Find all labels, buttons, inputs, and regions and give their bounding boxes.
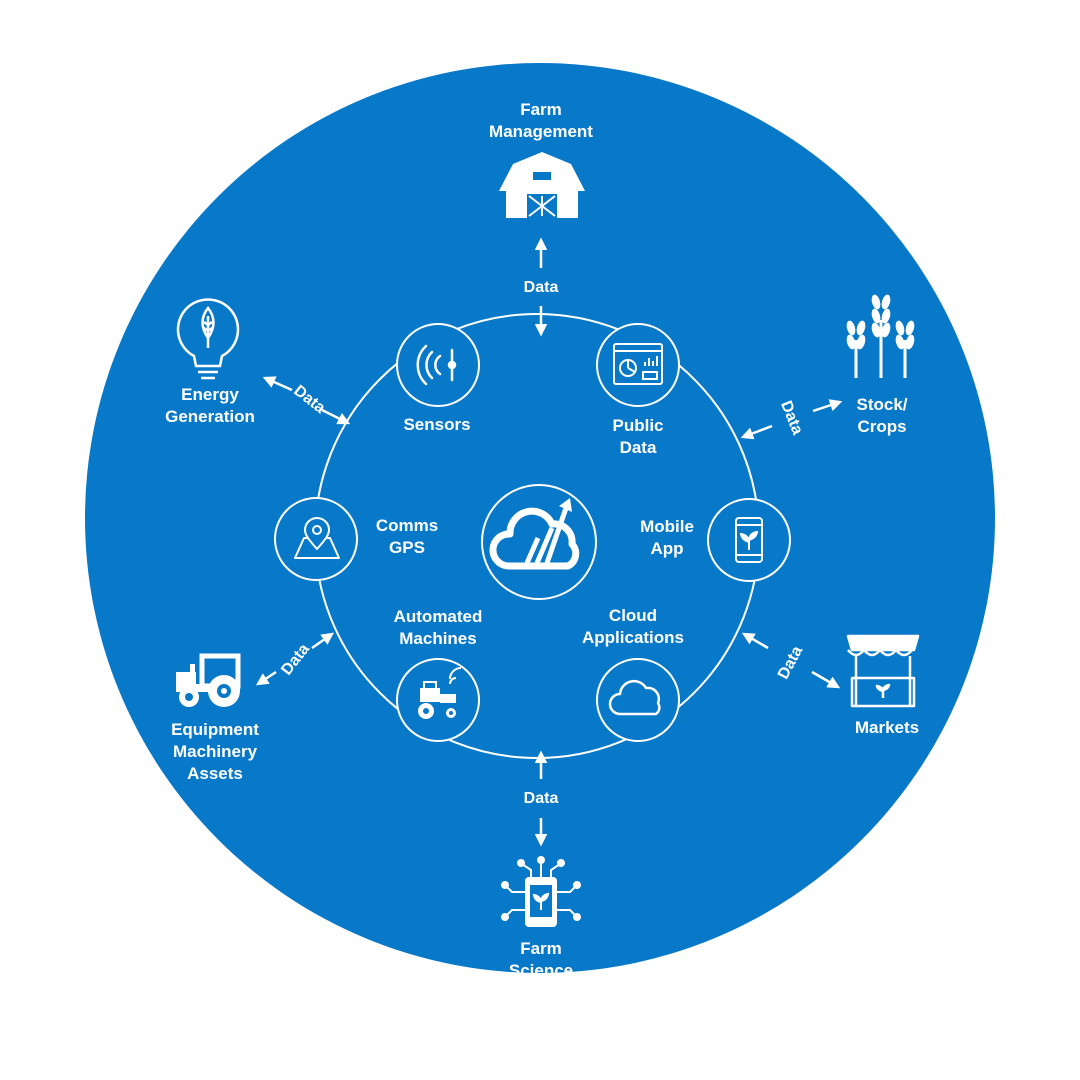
arrow-sw-in [311, 632, 335, 650]
stock-crops-label: Stock/ Crops [856, 395, 908, 436]
farm-science-label: Farm Science [508, 939, 574, 980]
arrow-ne-in [740, 424, 773, 440]
equipment-label: Equipment Machinery Assets [171, 720, 259, 783]
arrow-nw-out [262, 376, 293, 392]
arrow-ne-out [812, 399, 843, 413]
arrow-se-out [811, 670, 841, 689]
data-arrows [255, 237, 843, 847]
leaf-bulb-icon [176, 298, 240, 380]
circuit-phone-icon [501, 856, 581, 927]
public-data-label: Public Data [612, 416, 664, 457]
farm-management-label: Farm Management [489, 100, 593, 141]
market-stall-icon [846, 634, 920, 708]
markets-label: Markets [854, 718, 920, 737]
cloud-growth-logo-icon [481, 484, 597, 600]
data-label-top: Data [523, 279, 559, 296]
energy-generation-label: Energy Generation [165, 385, 255, 426]
arrow-sw-out [255, 670, 277, 686]
cloud-applications-label: Cloud Applications [581, 606, 685, 647]
mobile-app-node [707, 498, 791, 582]
cloud-icon [608, 679, 661, 716]
barn-icon [499, 152, 585, 218]
sensors-label: Sensors [403, 415, 471, 434]
arrow-nw-in [321, 408, 351, 425]
automated-machines-label: Automated Machines [393, 607, 483, 648]
sensor-waves-icon [416, 344, 457, 386]
mobile-app-label: Mobile App [640, 517, 694, 558]
comms-gps-node [274, 497, 358, 581]
arrow-se-in [741, 632, 769, 650]
tractor-wireless-icon [418, 667, 462, 719]
cloud-apps-node [596, 658, 680, 742]
wheat-icon [846, 294, 915, 378]
map-pin-icon [294, 517, 340, 559]
dashboard-icon [613, 343, 663, 385]
automated-machines-node [396, 658, 480, 742]
comms-gps-label: Comms GPS [375, 516, 439, 557]
tractor-icon [176, 653, 241, 707]
mobile-plant-icon [735, 517, 763, 563]
public-data-node [596, 323, 680, 407]
data-label-bottom: Data [523, 790, 559, 807]
sensors-node [396, 323, 480, 407]
